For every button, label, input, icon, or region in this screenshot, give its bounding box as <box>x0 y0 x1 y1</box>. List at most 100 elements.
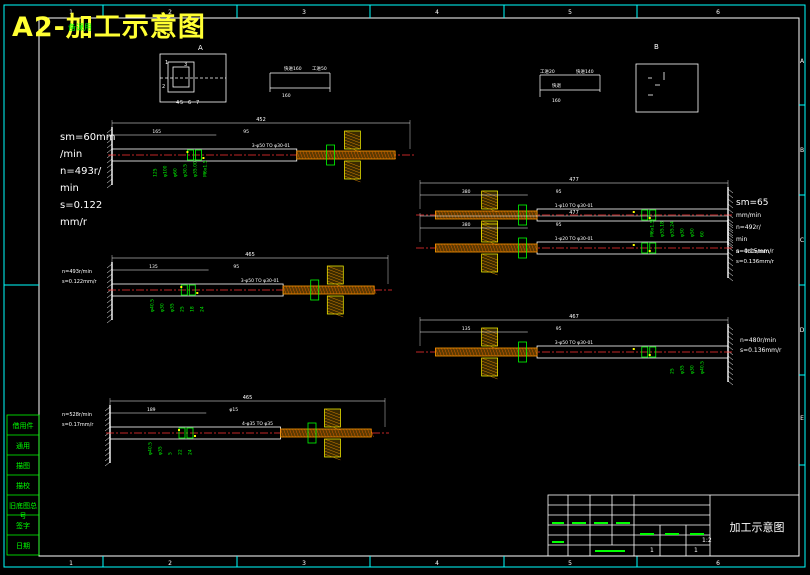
border-col-top-1: 1 <box>69 9 73 16</box>
side-stamp-5: 签字 <box>16 522 30 530</box>
dim-total: 465 <box>245 252 255 258</box>
dim-diameter: φ35.18 <box>659 221 665 237</box>
side-stamp-3: 描校 <box>16 482 30 490</box>
dim-diameter: M6x1.5 <box>203 160 209 177</box>
left-stamp-strip <box>6 414 40 556</box>
side-stamp-6: 日期 <box>16 542 30 550</box>
detail-a-number: 1 <box>165 60 168 66</box>
tool-assemblies: 452 165 95 3-φ50 TO φ30-01 125 φ100 φ60 φ30.5 φ3… <box>104 117 734 467</box>
param-mid-right: s=0.136mm/r <box>740 347 782 354</box>
param-left-top: min <box>60 183 79 194</box>
dim-diameter: φ40.5 <box>699 361 705 374</box>
param-mid-left: n=493r/min <box>62 269 92 275</box>
border-col-bottom-3: 3 <box>302 560 306 567</box>
dim-diameter: 125 <box>153 168 159 177</box>
side-stamp-0: 借用件 <box>12 422 34 430</box>
feed-cycle-2 <box>539 74 601 97</box>
detail-a-number: 7 <box>196 100 199 106</box>
dim-diameter: φ60 <box>173 168 179 177</box>
border-col-bottom-1: 1 <box>69 560 73 567</box>
border-col-top-4: 4 <box>435 9 439 16</box>
dim-diameter: φ35.007 <box>193 158 199 177</box>
side-stamp-4: 旧底图总号 <box>9 502 37 520</box>
dim-diameter: 18 <box>189 306 195 312</box>
tool-spec-label: 1-φ10 TO φ30-01 <box>555 203 594 209</box>
dim-diameter: φ30 <box>159 303 165 312</box>
border-col-bottom-5: 5 <box>568 560 572 567</box>
dim-diameter: 24 <box>187 449 193 455</box>
detail-a-number: 3 <box>184 62 187 68</box>
param-left-top: n=493r/ <box>60 166 102 177</box>
dim-diameter: φ30.5 <box>183 164 189 177</box>
dim-part: 95 <box>233 264 239 270</box>
param-right-top: s=0.15mm/r <box>736 248 774 255</box>
inner-border <box>38 17 800 557</box>
dim-part: 189 <box>147 407 156 413</box>
dim-part: 95 <box>243 129 249 135</box>
stamp-label: 备课用 <box>68 23 92 32</box>
param-left-top: s=0.122 <box>60 200 102 211</box>
dim-diameter: φ35 <box>169 303 175 312</box>
feed-cycle-1 <box>269 72 331 92</box>
cutting-parameters: sm=60mm/minn=493r/mins=0.122mm/rsm=65mm/… <box>60 132 782 428</box>
tool-spec-label: 3-φ50 TO φ30-01 <box>252 143 291 149</box>
dim-part: 135 <box>149 264 158 270</box>
side-stamp-1: 通用 <box>16 442 30 450</box>
feed-2-total: 160 <box>552 98 561 104</box>
border-row-E: E <box>800 415 804 422</box>
feed-1-total: 160 <box>282 93 291 99</box>
detail-a-number: 4 <box>176 100 179 106</box>
feed-2-work: 工进20 <box>540 68 555 75</box>
dim-diameter: 60 <box>699 231 705 237</box>
title-block-fill <box>552 522 704 552</box>
tool-spec-label: 3-φ50 TO φ30-01 <box>241 278 280 284</box>
dim-part: 165 <box>152 129 161 135</box>
param-right-top-2: s=0.136mm/r <box>736 259 775 265</box>
dim-part: 95 <box>556 189 562 195</box>
detail-a-number: 5 <box>180 100 183 106</box>
dim-part: 95 <box>556 326 562 332</box>
border-col-top-3: 3 <box>302 9 306 16</box>
title-block-scale: 1:2 <box>702 537 712 544</box>
detail-a-label: A <box>198 44 203 52</box>
param-right-top: min <box>736 236 748 243</box>
dim-diameter: M6x1.5 <box>649 220 655 237</box>
detail-a-number: 6 <box>188 100 191 106</box>
dim-total: 465 <box>243 395 253 401</box>
dim-diameter: φ35.24 <box>669 221 675 237</box>
dim-total: 452 <box>256 117 266 123</box>
border-col-bottom-6: 6 <box>716 560 720 567</box>
title-block-name: 加工示意图 <box>729 521 785 534</box>
outer-border <box>3 4 806 568</box>
dim-diameter: 24 <box>199 306 205 312</box>
feed-2-back: 快退 <box>552 82 561 89</box>
side-stamp-2: 描图 <box>16 462 30 470</box>
param-right-top: mm/min <box>736 212 761 219</box>
feed-1-rapid: 快进160 <box>284 65 302 72</box>
dim-diameter: φ30 <box>689 365 695 374</box>
title-block-sheet: 1 <box>694 547 698 554</box>
dim-total: 477 <box>569 210 579 216</box>
detail-view-b <box>635 63 699 113</box>
dim-diameter: φ100 <box>163 165 169 177</box>
param-mid-left: s=0.122mm/r <box>62 279 98 285</box>
border-col-top-6: 6 <box>716 9 720 16</box>
title-block-row-digit: 1 <box>650 547 654 554</box>
dim-part: 380 <box>462 189 471 195</box>
border-row-C: C <box>800 237 804 244</box>
param-bot-left: n=528r/min <box>62 412 92 418</box>
dim-diameter: 25 <box>179 306 185 312</box>
dim-diameter: φ35 <box>157 446 163 455</box>
dim-diameter: φ35 <box>679 365 685 374</box>
border-row-A: A <box>800 58 805 65</box>
dim-total: 467 <box>569 314 579 320</box>
drawing-title: A2-加工示意图 <box>12 12 206 43</box>
title-block <box>547 494 800 557</box>
border-col-bottom-4: 4 <box>435 560 439 567</box>
detail-view-a <box>159 53 227 103</box>
